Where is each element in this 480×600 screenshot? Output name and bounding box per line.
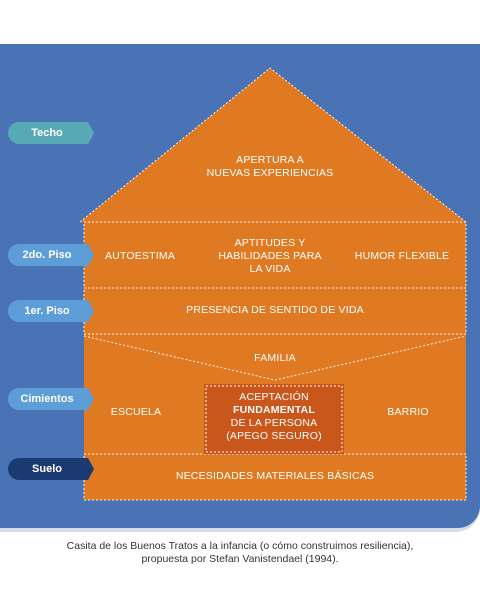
aptitudes-line3: LA VIDA: [249, 263, 291, 275]
house-diagram: [79, 67, 467, 501]
aceptacion-line3: DE LA PERSONA: [230, 417, 318, 429]
familia-roof: [83, 335, 467, 381]
caption-line1: Casita de los Buenos Tratos a la infanci…: [66, 540, 414, 552]
humor-label: HUMOR FLEXIBLE: [354, 250, 450, 262]
tag-suelo: Suelo: [8, 458, 94, 480]
center-box-outline: [205, 385, 343, 453]
tag-cimientos: Cimientos: [8, 388, 94, 410]
barrio-label: BARRIO: [387, 406, 429, 418]
aceptacion-line1: ACEPTACIÓN: [239, 391, 309, 403]
aptitudes-line1: APTITUDES Y: [234, 237, 306, 249]
aceptacion-label: ACEPTACIÓN FUNDAMENTAL DE LA PERSONA (AP…: [204, 391, 344, 443]
tag-primer-piso: 1er. Piso: [8, 300, 94, 322]
aptitudes-label: APTITUDES Y HABILIDADES PARA LA VIDA: [205, 237, 335, 276]
escuela-label: ESCUELA: [110, 406, 162, 418]
necesidades-label: NECESIDADES MATERIALES BÁSICAS: [175, 470, 375, 482]
autoestima-label: AUTOESTIMA: [104, 250, 176, 262]
tag-techo: Techo: [8, 122, 94, 144]
figure-caption: Casita de los Buenos Tratos a la infanci…: [0, 540, 480, 566]
diagram-panel: [0, 44, 480, 528]
roof-text: APERTURA A NUEVAS EXPERIENCIAS: [200, 154, 340, 180]
roof-text-line1: APERTURA A: [236, 154, 304, 166]
aceptacion-line2: FUNDAMENTAL: [233, 404, 315, 416]
roof-text-line2: NUEVAS EXPERIENCIAS: [206, 167, 334, 179]
aceptacion-line4: (APEGO SEGURO): [226, 430, 322, 442]
roof-outline: [79, 67, 467, 223]
familia-label: FAMILIA: [254, 352, 296, 364]
roof-shape: [80, 68, 466, 222]
sentido-label: PRESENCIA DE SENTIDO DE VIDA: [186, 304, 364, 316]
caption-line2: propuesta por Stefan Vanistendael (1994)…: [141, 553, 339, 565]
tag-segundo-piso: 2do. Piso: [8, 244, 94, 266]
center-box: [204, 384, 344, 454]
aptitudes-line2: HABILIDADES PARA: [218, 250, 322, 262]
